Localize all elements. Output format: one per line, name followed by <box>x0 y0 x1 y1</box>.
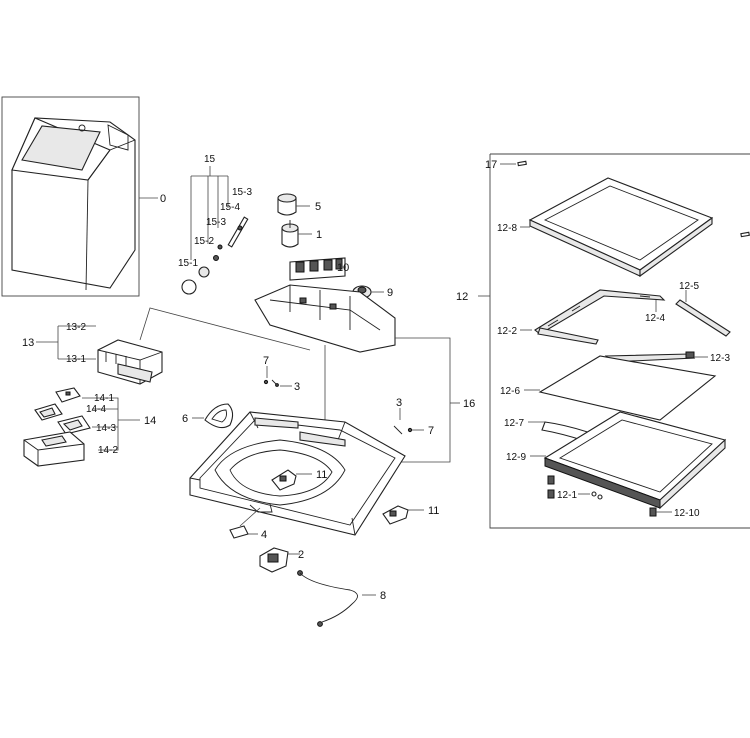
part-5-knob <box>277 193 310 216</box>
part-7-3-left <box>263 366 292 387</box>
washer-overview <box>1 96 158 297</box>
label-part-9: 9 <box>387 287 393 299</box>
label-part-10: 10 <box>337 262 349 274</box>
part-14-drawer-group <box>23 387 140 467</box>
label-part-12-5: 12-5 <box>679 281 699 292</box>
part-6-ring <box>192 403 234 429</box>
label-part-11-center: 11 <box>316 469 327 481</box>
part-4-latch <box>229 507 261 539</box>
label-part-14-2: 14-2 <box>98 445 118 456</box>
label-part-12-4: 12-4 <box>645 313 665 324</box>
part-8-wire-harness <box>297 570 376 627</box>
part-1-knob <box>281 220 312 248</box>
label-part-12-10: 12-10 <box>674 508 700 519</box>
label-part-0: 0 <box>160 193 166 205</box>
label-part-14: 14 <box>144 415 156 427</box>
label-part-14-4: 14-4 <box>86 404 106 415</box>
label-part-12-8: 12-8 <box>497 223 517 234</box>
label-part-14-1: 14-1 <box>94 393 114 404</box>
part-13-detergent-drawer <box>36 325 163 385</box>
label-part-15: 15 <box>204 154 216 165</box>
label-part-3-left: 3 <box>294 381 300 393</box>
control-panel-frame <box>254 284 460 463</box>
label-part-13-1: 13-1 <box>66 354 86 365</box>
label-part-8: 8 <box>380 590 386 602</box>
label-part-12-3: 12-3 <box>710 353 730 364</box>
label-part-3-right: 3 <box>396 397 402 409</box>
label-part-7-left: 7 <box>263 355 269 367</box>
top-cover <box>189 411 406 536</box>
label-part-5: 5 <box>315 201 321 213</box>
label-part-2: 2 <box>298 549 304 561</box>
part-11-hinge-right <box>382 505 424 525</box>
part-15-group <box>181 166 249 295</box>
part-11-hinge-center <box>271 469 312 491</box>
label-part-12-7: 12-7 <box>504 418 524 429</box>
label-part-6: 6 <box>182 413 188 425</box>
label-part-12-2: 12-2 <box>497 326 517 337</box>
label-part-15-2: 15-2 <box>194 236 214 247</box>
label-part-15-3-top: 15-3 <box>232 187 252 198</box>
label-part-15-3: 15-3 <box>206 217 226 228</box>
label-part-13-2: 13-2 <box>66 322 86 333</box>
label-part-4: 4 <box>261 529 267 541</box>
label-part-17: 17 <box>485 159 497 171</box>
label-part-16: 16 <box>463 398 475 410</box>
label-part-12-1: 12-1 <box>557 490 577 501</box>
part-3-7-right <box>393 408 424 435</box>
part-2-door-lock <box>259 547 300 573</box>
label-part-12-9: 12-9 <box>506 452 526 463</box>
label-part-14-3: 14-3 <box>96 423 116 434</box>
part-12-lid-group <box>478 153 750 529</box>
label-part-1: 1 <box>316 229 322 241</box>
part-10-switch-board <box>289 257 346 281</box>
label-part-15-4: 15-4 <box>220 202 240 213</box>
label-part-11-right: 11 <box>428 505 439 517</box>
label-part-15-1: 15-1 <box>178 258 198 269</box>
label-part-12: 12 <box>456 291 468 303</box>
label-part-13: 13 <box>22 337 34 349</box>
label-part-12-6: 12-6 <box>500 386 520 397</box>
label-part-7-right: 7 <box>428 425 434 437</box>
